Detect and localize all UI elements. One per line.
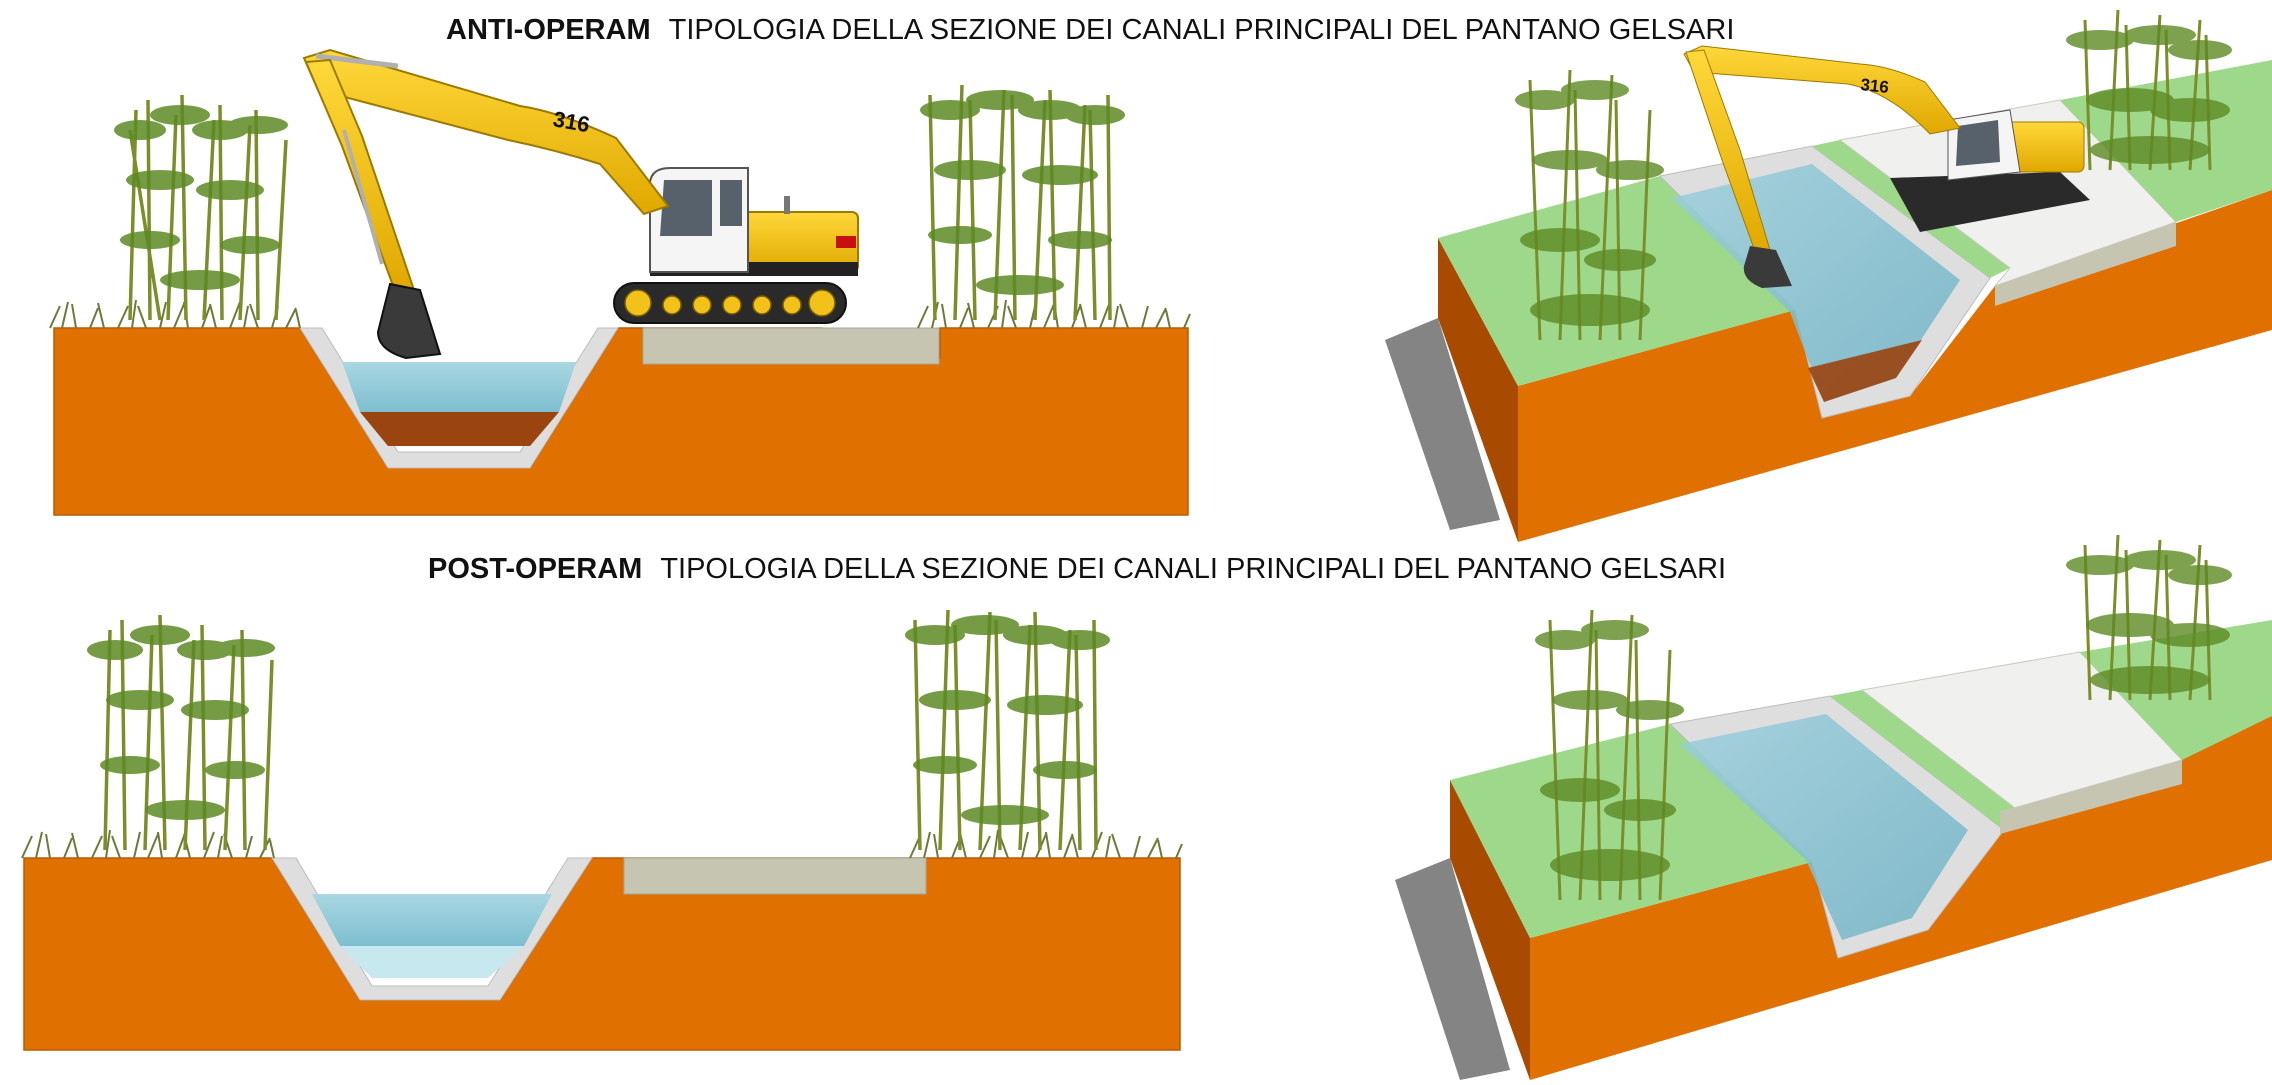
channel-sediment — [360, 412, 559, 446]
excavator-3d: 316 — [1683, 45, 2090, 288]
channel-water — [1672, 164, 1960, 402]
channel-water-lower — [340, 946, 524, 978]
post-section-2d — [21, 609, 1183, 1051]
phase-label-post: POST-OPERAM — [428, 553, 643, 585]
grass-left — [21, 829, 275, 859]
channel-sediment — [1808, 340, 1922, 402]
shadow — [1395, 858, 1510, 1080]
bamboo-right-leaves — [920, 90, 1125, 295]
service-path — [642, 327, 940, 365]
service-path-edge — [1995, 222, 2176, 306]
bamboo-left-leaves — [114, 105, 288, 290]
bamboo-3d-left — [1528, 69, 1652, 341]
bamboo-3d-left-leaves — [1535, 620, 1684, 881]
soil-front-face — [1450, 780, 1530, 1080]
service-path — [623, 857, 927, 895]
title-anti-operam: ANTI-OPERAM TIPOLOGIA DELLA SEZIONE DEI C… — [446, 14, 1734, 47]
soil-block — [53, 327, 1189, 516]
anti-section-2d: 316 — [49, 48, 1191, 516]
bamboo-3d-left — [1548, 609, 1672, 901]
phase-label-anti: ANTI-OPERAM — [446, 14, 651, 46]
excavator-number: 316 — [1860, 75, 1890, 97]
bamboo-left — [128, 94, 288, 321]
excavator-track — [1890, 172, 2090, 232]
post-section-3d — [1395, 534, 2272, 1080]
shadow — [1385, 318, 1500, 530]
soil-front-face — [1438, 238, 1518, 542]
title-post-operam: POST-OPERAM TIPOLOGIA DELLA SEZIONE DEI C… — [428, 553, 1726, 586]
channel-water — [312, 894, 552, 946]
service-path-edge — [2000, 760, 2182, 834]
bamboo-left-leaves — [87, 625, 275, 820]
bamboo-left — [103, 614, 274, 851]
excavator-bucket — [376, 282, 442, 360]
grass-strip — [1830, 690, 2028, 830]
soil-block — [23, 857, 1181, 1051]
bamboo-3d-left-leaves — [1515, 80, 1664, 326]
channel-water — [342, 362, 576, 412]
grass-right — [909, 829, 1183, 859]
section-description-anti: TIPOLOGIA DELLA SEZIONE DEI CANALI PRINC… — [668, 14, 1735, 46]
grass-left — [49, 299, 301, 329]
bamboo-right — [913, 609, 1098, 851]
anti-section-3d: 316 — [1385, 9, 2272, 542]
excavator: 316 — [302, 48, 859, 360]
bamboo-3d-right-leaves — [2066, 550, 2232, 694]
excavator-boom — [1683, 45, 1961, 135]
excavator-bucket — [1743, 246, 1792, 288]
channel-water — [1680, 714, 1968, 940]
bamboo-right-leaves — [905, 615, 1110, 825]
soil-side-face — [1518, 190, 2272, 542]
excavator-boom — [302, 48, 670, 216]
section-description-post: TIPOLOGIA DELLA SEZIONE DEI CANALI PRINC… — [660, 553, 1727, 585]
bamboo-right — [928, 84, 1112, 321]
bamboo-3d-right-leaves — [2066, 25, 2232, 164]
